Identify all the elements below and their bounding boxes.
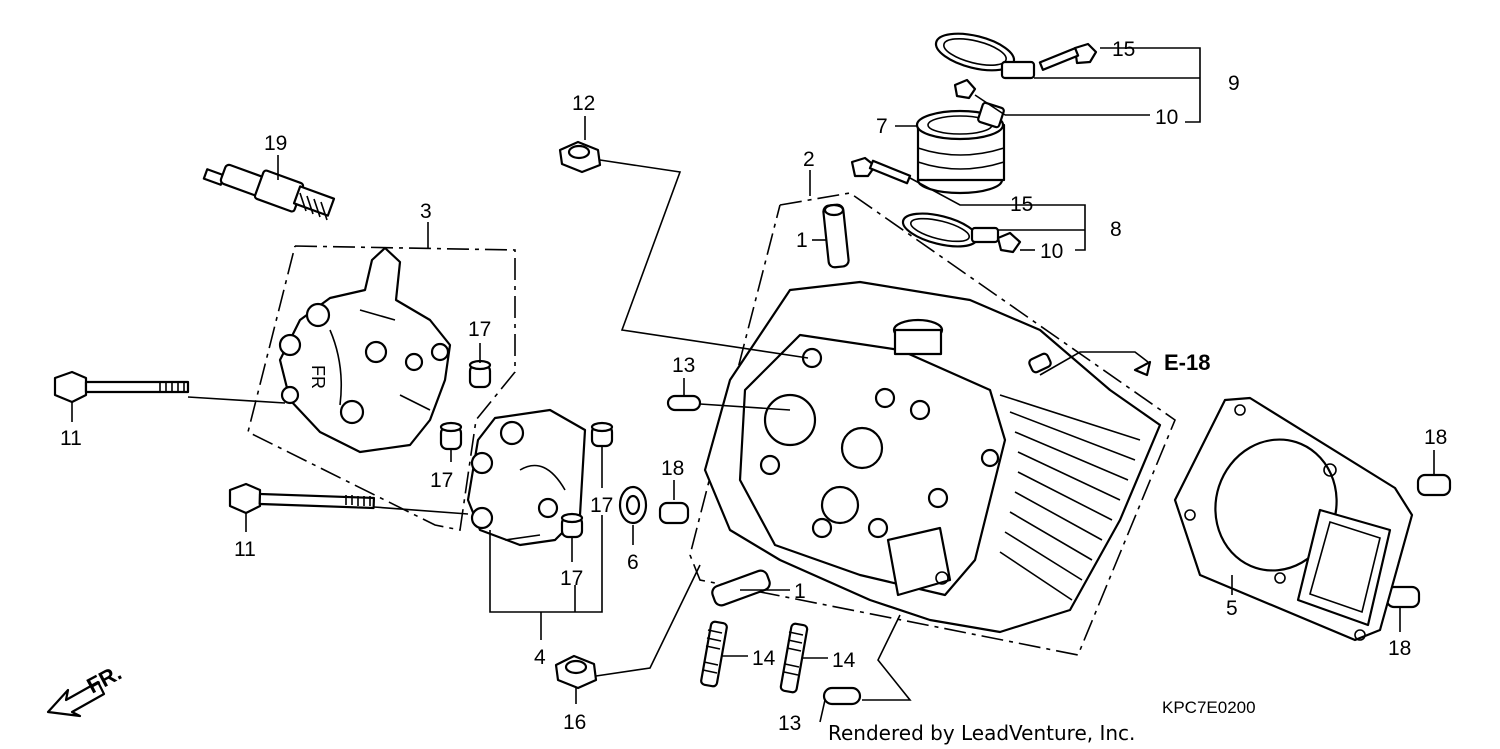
stud-bolt-14a[interactable] — [700, 620, 728, 688]
dowel-pin-17d[interactable] — [560, 512, 584, 539]
band-bolt-upper[interactable] — [1038, 42, 1098, 71]
cylinder-head-cover[interactable]: FR — [278, 246, 452, 454]
callout-9: 9 — [1228, 72, 1240, 95]
dowel-pin-13-lower[interactable] — [822, 686, 862, 706]
leader-lines — [71, 47, 1435, 723]
cover-marking: FR — [308, 365, 328, 389]
dowel-pin-13-upper[interactable] — [666, 394, 702, 412]
head-group-outline — [689, 192, 1176, 656]
callout-8: 8 — [1110, 218, 1122, 241]
cylinder-head[interactable] — [703, 280, 1162, 634]
dowel-pin-17b[interactable] — [439, 421, 463, 451]
reference-label: E-18 — [1164, 350, 1210, 375]
cylinder-gasket[interactable] — [1173, 396, 1414, 642]
callout-15: 15 — [1010, 193, 1033, 216]
callout-10: 10 — [1155, 106, 1178, 129]
band-bolt-lower[interactable] — [850, 156, 912, 185]
callout-15: 15 — [1112, 38, 1135, 61]
callout-6: 6 — [627, 551, 639, 574]
callout-17: 17 — [590, 494, 613, 517]
callout-3: 3 — [420, 200, 432, 223]
callout-4: 4 — [534, 646, 546, 669]
callout-12: 12 — [572, 92, 595, 115]
callout-2: 2 — [803, 148, 815, 171]
front-direction-arrow: FR. — [46, 660, 126, 718]
cap-nut-12[interactable] — [558, 140, 602, 174]
callout-13: 13 — [672, 354, 695, 377]
flange-bolt-lower[interactable] — [228, 482, 376, 515]
dowel-pin-17a[interactable] — [468, 359, 492, 389]
callout-17: 17 — [468, 318, 491, 341]
callout-5: 5 — [1226, 597, 1238, 620]
callout-1: 1 — [796, 229, 808, 252]
band-upper[interactable] — [932, 27, 1036, 80]
callout-19: 19 — [264, 132, 287, 155]
oil-seal[interactable] — [618, 485, 648, 525]
dowel-pin-18a[interactable] — [658, 501, 690, 525]
insulator[interactable] — [915, 101, 1006, 195]
callout-7: 7 — [876, 115, 888, 138]
callout-18: 18 — [1424, 426, 1447, 449]
credit-text: Rendered by LeadVenture, Inc. — [828, 721, 1135, 745]
cover-group-outline — [247, 245, 516, 531]
dowel-pin-17c[interactable] — [590, 421, 614, 448]
callout-17: 17 — [560, 567, 583, 590]
diagram-code: KPC7E0200 — [1162, 698, 1256, 717]
flange-bolt-upper[interactable] — [53, 370, 190, 404]
dowel-pin-18b[interactable] — [1416, 473, 1452, 497]
callout-14: 14 — [832, 649, 856, 672]
stud-bolt-14b[interactable] — [779, 622, 809, 694]
callout-11: 11 — [234, 538, 256, 561]
callout-16: 16 — [563, 711, 586, 734]
callout-18: 18 — [661, 457, 684, 480]
callout-14: 14 — [752, 647, 776, 670]
valve-guide-upper[interactable] — [822, 203, 850, 269]
valve-guide-lower[interactable] — [710, 569, 771, 608]
callout-13: 13 — [778, 712, 801, 735]
band-nut-lower[interactable] — [996, 231, 1022, 254]
reference-arrow — [1133, 360, 1152, 377]
cap-nut-16[interactable] — [554, 654, 598, 690]
camshaft-holder[interactable] — [466, 408, 587, 547]
callout-18: 18 — [1388, 637, 1411, 660]
band-lower[interactable] — [900, 207, 1000, 253]
callout-1: 1 — [794, 580, 806, 603]
callout-10: 10 — [1040, 240, 1063, 263]
spark-plug[interactable] — [202, 163, 336, 221]
callout-11: 11 — [60, 427, 82, 450]
band-nut-upper[interactable] — [953, 78, 977, 100]
callout-17: 17 — [430, 469, 453, 492]
callout-labels: 19 3 11 11 17 17 17 17 4 6 18 12 16 13 1… — [60, 38, 1447, 735]
